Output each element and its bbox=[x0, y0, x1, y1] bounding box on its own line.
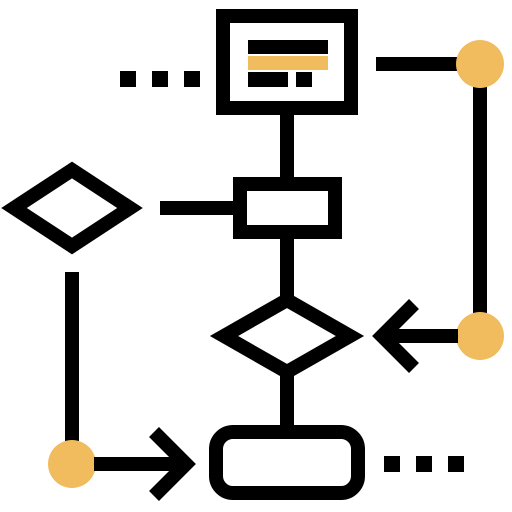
connector-node-top-right bbox=[456, 40, 504, 88]
dot bbox=[416, 456, 432, 472]
ellipsis-left-top bbox=[120, 71, 200, 87]
dot bbox=[184, 71, 200, 87]
loop-connector-right bbox=[372, 40, 504, 373]
document-highlight-bar bbox=[248, 56, 328, 70]
decision-diamond-left bbox=[1, 161, 143, 255]
arrowhead-right bbox=[149, 427, 196, 501]
document-block-line-tail bbox=[296, 72, 312, 87]
dot bbox=[384, 456, 400, 472]
dot bbox=[120, 71, 136, 87]
document-block-line bbox=[248, 72, 288, 87]
process-block bbox=[233, 177, 342, 239]
loop-connector-left bbox=[48, 427, 196, 501]
decision-diamond-center bbox=[209, 291, 365, 381]
arrowhead-left bbox=[372, 299, 419, 373]
dot bbox=[448, 456, 464, 472]
dot bbox=[152, 71, 168, 87]
connector-node-bottom-right bbox=[456, 312, 504, 360]
document-block-bar bbox=[248, 40, 328, 54]
connector-node-bottom-left bbox=[48, 440, 96, 488]
ellipsis-right-bottom bbox=[384, 456, 464, 472]
document-block bbox=[216, 9, 358, 115]
terminal-block bbox=[209, 425, 365, 500]
